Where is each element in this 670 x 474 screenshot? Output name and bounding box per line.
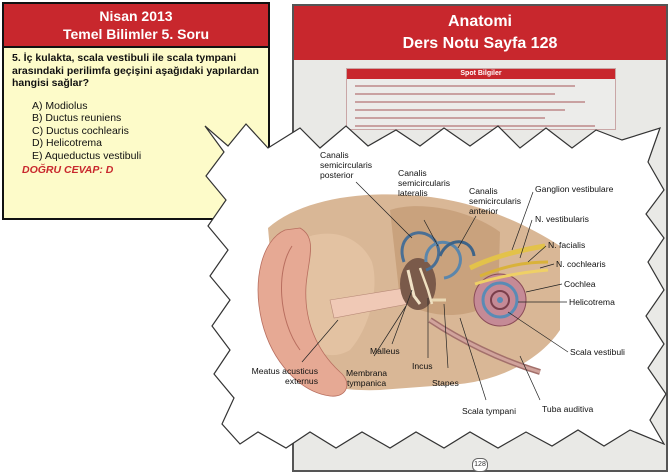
label-canalis-posterior: Canalis semicircularis posterior: [320, 150, 373, 180]
question-header: Nisan 2013 Temel Bilimler 5. Soru: [4, 4, 268, 48]
leader-lines: [301, 181, 569, 401]
label-malleus: Malleus: [370, 346, 400, 356]
label-tuba-auditiva: Tuba auditiva: [542, 404, 594, 414]
option-b: B) Ductus reuniens: [32, 112, 122, 125]
label-helicotrema: Helicotrema: [569, 297, 615, 307]
option-c: C) Ductus cochlearis: [32, 124, 129, 137]
option-e: E) Aqueductus vestibuli: [32, 149, 142, 162]
question-card: Nisan 2013 Temel Bilimler 5. Soru 5. İç …: [2, 2, 270, 220]
correct-answer: DOĞRU CEVAP: D: [22, 164, 114, 176]
label-stapes: Stapes: [432, 378, 459, 388]
label-membrana-tympanica: Membrana tympanica: [346, 368, 388, 388]
question-text: 5. İç kulakta, scala vestibuli ile scala…: [12, 52, 259, 89]
label-incus: Incus: [412, 361, 433, 371]
label-meatus-acusticus: Meatus acusticus externus: [251, 366, 318, 386]
label-scala-vestibuli: Scala vestibuli: [570, 347, 625, 357]
option-d: D) Helicotrema: [32, 137, 103, 150]
label-cochlea: Cochlea: [564, 279, 596, 289]
spot-info-table: Spot Bilgiler: [346, 68, 616, 130]
ear-illustration: [257, 194, 560, 397]
label-canalis-anterior: Canalis semicircularis anterior: [469, 186, 522, 216]
option-a: A) Modiolus: [32, 100, 88, 112]
question-title-number: Temel Bilimler 5. Soru: [62, 26, 209, 42]
question-title-year: Nisan 2013: [99, 8, 173, 24]
label-n-facialis: N. facialis: [548, 240, 586, 250]
label-ganglion-vestibulare: Ganglion vestibulare: [535, 184, 614, 194]
book-page-title: Ders Notu Sayfa 128: [402, 35, 558, 52]
spot-info-header: Spot Bilgiler: [347, 69, 615, 79]
page-number: 128: [472, 458, 488, 472]
answer-options: A) Modiolus B) Ductus reuniens C) Ductus…: [32, 100, 141, 162]
label-n-cochlearis: N. cochlearis: [556, 259, 606, 269]
blurred-text-lines: [355, 85, 595, 127]
label-n-vestibularis: N. vestibularis: [535, 214, 589, 224]
label-scala-tympani: Scala tympani: [462, 406, 516, 416]
label-canalis-lateralis: Canalis semicircularis lateralis: [398, 168, 451, 198]
book-page-subject: Anatomi: [448, 13, 512, 30]
book-page-header: Anatomi Ders Notu Sayfa 128: [294, 6, 666, 60]
